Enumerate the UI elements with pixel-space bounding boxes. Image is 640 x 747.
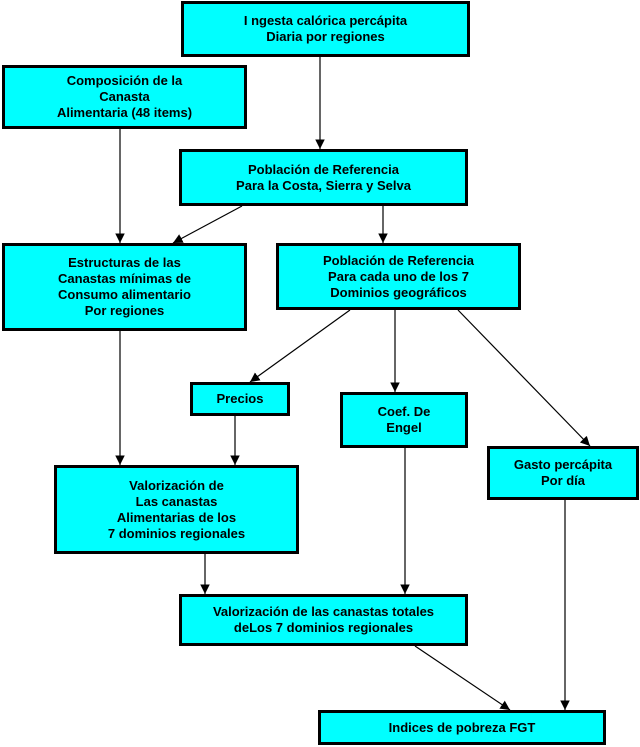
node-precios: Precios [190,382,290,416]
node-ingesta-calorica-label: I ngesta calórica percápita Diaria por r… [243,13,408,44]
arrow-poblacion-css-to-estructuras [172,205,243,244]
node-indices-pobreza: Indices de pobreza FGT [318,710,606,745]
node-ingesta-calorica: I ngesta calórica percápita Diaria por r… [181,1,470,57]
node-valorizacion-totales: Valorización de las canastas totales deL… [179,594,468,646]
node-gasto-percapita-label: Gasto percápita Por día [513,457,613,488]
node-valorizacion-alimentarias-label: Valorización de Las canastas Alimentaria… [107,477,246,541]
node-poblacion-costa-sierra-selva-label: Población de Referencia Para la Costa, S… [236,161,411,193]
node-poblacion-costa-sierra-selva: Población de Referencia Para la Costa, S… [179,149,468,206]
node-coef-engel: Coef. De Engel [340,392,468,448]
node-coef-engel-label: Coef. De Engel [377,404,431,435]
node-valorizacion-alimentarias: Valorización de Las canastas Alimentaria… [54,465,299,554]
node-estructuras-canastas: Estructuras de las Canastas mínimas de C… [2,243,247,331]
arrow-poblacion-dom-to-gasto [457,309,591,447]
arrow-poblacion-dom-to-precios [249,309,351,383]
node-indices-pobreza-label: Indices de pobreza FGT [388,719,536,735]
node-gasto-percapita: Gasto percápita Por día [487,446,639,500]
node-poblacion-dominios: Población de Referencia Para cada uno de… [276,243,521,310]
arrow-valorizacion-tot-to-indices [414,645,511,711]
node-poblacion-dominios-label: Población de Referencia Para cada uno de… [323,252,474,300]
node-composicion-canasta: Composición de la Canasta Alimentaria (4… [2,65,247,129]
node-precios-label: Precios [216,391,264,406]
node-valorizacion-totales-label: Valorización de las canastas totales deL… [212,604,435,635]
node-estructuras-canastas-label: Estructuras de las Canastas mínimas de C… [58,255,191,318]
node-composicion-canasta-label: Composición de la Canasta Alimentaria (4… [56,73,193,120]
